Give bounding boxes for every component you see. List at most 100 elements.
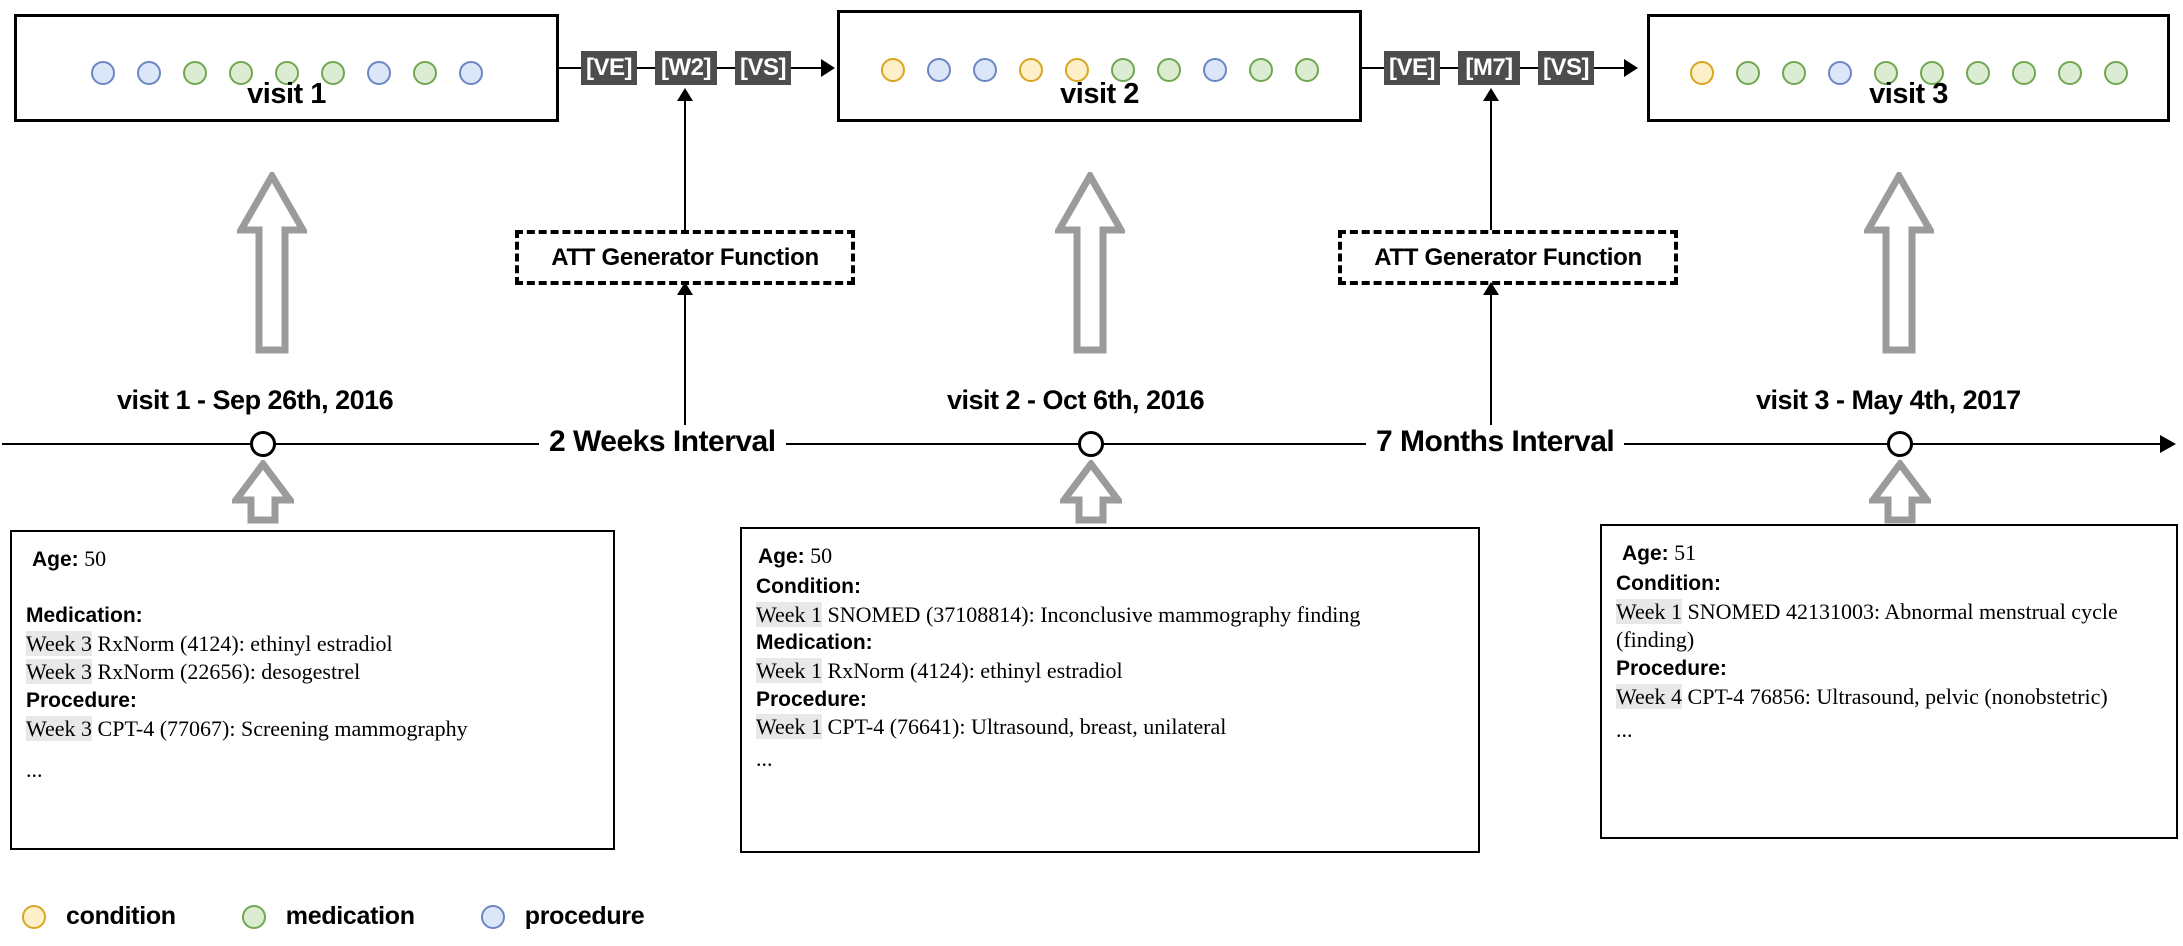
procedure-dot-icon (480, 904, 505, 929)
connector-m7-vs2 (1520, 67, 1538, 69)
att-generator-box-2[interactable]: ATT Generator Function (1338, 230, 1678, 285)
connector-visit2-to-ve2 (1362, 67, 1384, 69)
timeline-label-2: visit 2 - Oct 6th, 2016 (947, 385, 1205, 415)
connector-ve1-w2 (637, 67, 655, 69)
token-ve-1[interactable]: [VE] (581, 51, 637, 85)
visit-box-2[interactable]: visit 2 (837, 10, 1362, 122)
visit-box-1[interactable]: visit 1 (14, 14, 559, 122)
record-3-age-value: 51 (1674, 540, 1697, 565)
entry-text: SNOMED 42131003: Abnormal menstrual cycl… (1616, 598, 2118, 653)
record-2-heading-procedure: Procedure: (756, 687, 867, 711)
entry-text: RxNorm (4124): ethinyl estradiol (822, 658, 1123, 684)
visit-3-title: visit 3 (1869, 78, 1948, 110)
medication-dot-icon (1965, 61, 1990, 85)
fat-arrow-record-1 (232, 460, 294, 524)
medication-dot-icon (1873, 61, 1898, 85)
medication-dot-icon (320, 61, 345, 85)
visit-1-dots (17, 61, 556, 85)
line-att1-to-w2 (684, 93, 686, 232)
record-2-age-label: Age: (758, 545, 805, 568)
record-box-1[interactable]: Age: 50 Medication: Week 3 RxNorm (4124)… (10, 530, 615, 850)
arrowhead-into-visit3 (1624, 59, 1638, 77)
connector-ve2-m7 (1440, 67, 1458, 69)
legend-label-medication: medication (285, 902, 415, 930)
medication-dot-icon (182, 61, 207, 85)
week-tag: Week 3 (26, 715, 93, 741)
timeline-node-2[interactable] (1078, 431, 1104, 457)
timeline-interval-2: 7 Months Interval (1366, 425, 1625, 459)
entry-text: SNOMED (37108814): Inconclusive mammogra… (822, 601, 1361, 627)
timeline-label-1: visit 1 - Sep 26th, 2016 (117, 385, 394, 415)
visit-box-3[interactable]: visit 3 (1647, 14, 2170, 122)
record-1-entry-proc-1: Week 3 CPT-4 (77067): Screening mammogra… (26, 715, 599, 744)
record-3-entry-cond-1: Week 1 SNOMED 42131003: Abnormal menstru… (1616, 598, 2162, 655)
token-w2[interactable]: [W2] (655, 51, 717, 85)
fat-arrow-record-2 (1060, 460, 1122, 524)
legend-label-procedure: procedure (524, 902, 645, 930)
visit-2-dots (840, 58, 1359, 82)
record-2-age: Age: 50 (756, 543, 1464, 569)
medication-dot-icon (1248, 58, 1273, 82)
record-2-age-value: 50 (810, 543, 833, 568)
fat-arrow-visit-1 (237, 172, 307, 354)
fat-arrow-visit-2 (1055, 172, 1125, 354)
medication-dot-icon (2011, 61, 2036, 85)
token-m7[interactable]: [M7] (1458, 51, 1520, 85)
condition-dot-icon (880, 58, 905, 82)
record-box-2[interactable]: Age: 50 Condition: Week 1 SNOMED (371088… (740, 527, 1480, 853)
record-2-heading-medication: Medication: (756, 631, 873, 655)
token-ve-2[interactable]: [VE] (1384, 51, 1440, 85)
record-3-ellipsis: ... (1616, 717, 1633, 743)
arrowhead-att1-up (677, 88, 693, 101)
medication-dot-icon (1781, 61, 1806, 85)
timeline-node-1[interactable] (250, 431, 276, 457)
record-3-age-label: Age: (1622, 542, 1669, 565)
condition-dot-icon (1018, 58, 1043, 82)
record-1-entry-med-2: Week 3 RxNorm (22656): desogestrel (26, 658, 599, 687)
medication-dot-icon (1735, 61, 1760, 85)
medication-dot-icon (1919, 61, 1944, 85)
legend-item-condition: condition (22, 902, 176, 931)
token-vs-2[interactable]: [VS] (1538, 51, 1594, 85)
record-3-section-condition: Condition: Week 1 SNOMED 42131003: Abnor… (1616, 570, 2162, 655)
arrowhead-att2-feed-up (1483, 282, 1499, 295)
record-2-ellipsis: ... (756, 745, 773, 771)
legend-item-medication: medication (241, 902, 415, 931)
record-1-section-procedure: Procedure: Week 3 CPT-4 (77067): Screeni… (26, 687, 599, 743)
record-box-3[interactable]: Age: 51 Condition: Week 1 SNOMED 4213100… (1600, 524, 2178, 839)
medication-dot-icon (2057, 61, 2082, 85)
condition-dot-icon (1689, 61, 1714, 85)
connector-w2-vs1 (717, 67, 735, 69)
record-1-spacer (26, 576, 599, 602)
condition-dot-icon (22, 904, 46, 929)
record-2-heading-condition: Condition: (756, 575, 861, 598)
procedure-dot-icon (972, 58, 997, 82)
fat-arrow-record-3 (1869, 460, 1931, 524)
line-att2-to-m7 (1490, 93, 1492, 232)
record-1-entry-med-1: Week 3 RxNorm (4124): ethinyl estradiol (26, 630, 599, 659)
record-2-entry-med-1: Week 1 RxNorm (4124): ethinyl estradiol (756, 657, 1464, 686)
week-tag: Week 3 (26, 659, 93, 685)
token-vs-1[interactable]: [VS] (735, 51, 791, 85)
record-1-age-label: Age: (32, 548, 79, 571)
procedure-dot-icon (926, 58, 951, 82)
medication-dot-icon (228, 61, 253, 85)
line-timeline-to-att2 (1490, 285, 1492, 440)
timeline-end-arrow (2160, 435, 2176, 453)
condition-dot-icon (1064, 58, 1089, 82)
fat-arrow-visit-3 (1864, 172, 1934, 354)
att-generator-box-1[interactable]: ATT Generator Function (515, 230, 855, 285)
record-3-heading-procedure: Procedure: (1616, 656, 1727, 680)
medication-dot-icon (241, 904, 266, 929)
connector-vs1-to-visit2 (791, 67, 823, 69)
timeline-label-3: visit 3 - May 4th, 2017 (1756, 385, 2021, 415)
record-3-entry-proc-1: Week 4 CPT-4 76856: Ultrasound, pelvic (… (1616, 683, 2162, 712)
week-tag: Week 1 (756, 601, 823, 627)
record-3-heading-condition: Condition: (1616, 572, 1721, 595)
medication-dot-icon (274, 61, 299, 85)
medication-dot-icon (2103, 61, 2128, 85)
record-1-age: Age: 50 (26, 546, 599, 572)
timeline-node-3[interactable] (1887, 431, 1913, 457)
record-2-section-medication: Medication: Week 1 RxNorm (4124): ethiny… (756, 629, 1464, 685)
